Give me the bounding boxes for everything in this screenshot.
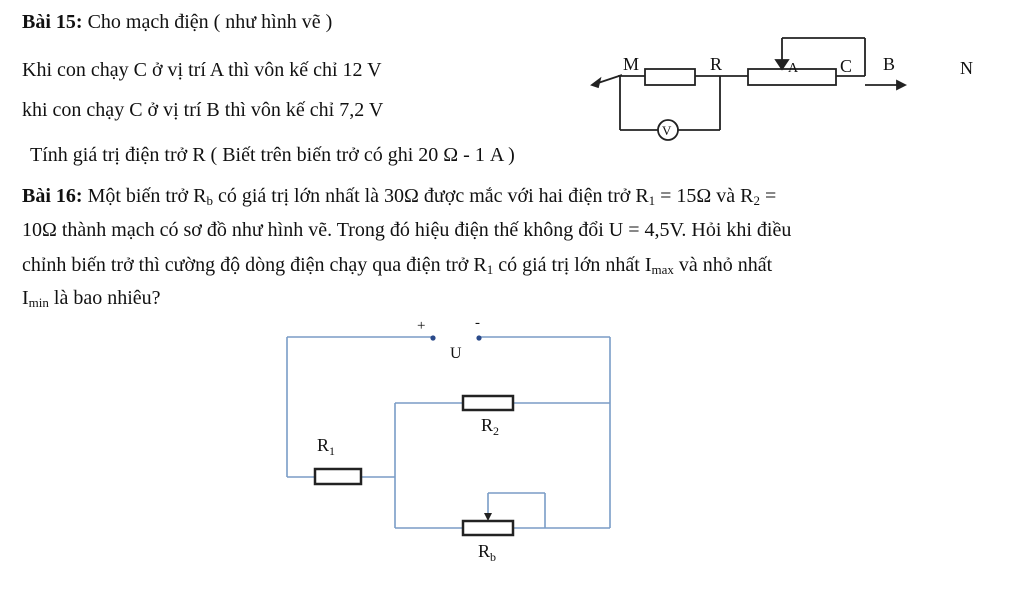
problem-15-label: Bài 15:: [22, 11, 83, 33]
label-rb: Rb: [478, 541, 496, 564]
problem-15-line-1: Khi con chạy C ở vị trí A thì vôn kế chỉ…: [22, 59, 382, 81]
problem-15-heading: Bài 15: Cho mạch điện ( như hình vẽ ): [22, 10, 332, 34]
negative-sign: -: [475, 315, 480, 331]
problem-15-title: Cho mạch điện ( như hình vẽ ): [82, 11, 333, 33]
terminal-n-arrow: [896, 79, 908, 91]
problem-15-line-2: khi con chạy C ở vị trí B thì vôn kế chỉ…: [22, 99, 384, 121]
problem-16-line-3: chỉnh biến trở thì cường độ dòng điện ch…: [22, 254, 773, 277]
label-m: M: [623, 54, 639, 74]
problem-16-label: Bài 16:: [22, 185, 83, 207]
problem-16-line-4: Imin là bao nhiêu?: [22, 287, 161, 310]
label-n: N: [960, 58, 973, 78]
voltmeter-label: V: [662, 123, 672, 138]
label-r2: R2: [481, 415, 499, 438]
label-a: A: [788, 61, 799, 76]
label-b: B: [883, 54, 895, 74]
rb-slider-arrow: [484, 513, 492, 521]
voltage-label-u: U: [450, 345, 462, 362]
label-r1: R1: [317, 435, 335, 458]
label-c: C: [840, 56, 852, 76]
terminal-positive: [430, 335, 436, 341]
problem-15-question: Tính giá trị điện trở R ( Biết trên biến…: [30, 144, 515, 166]
resistor-r2: [461, 394, 515, 412]
positive-sign: +: [417, 318, 425, 334]
label-r: R: [710, 54, 722, 74]
rheostat-rb: [461, 519, 515, 537]
problem-16-line-1: Bài 16: Một biến trở Rb có giá trị lớn n…: [22, 185, 777, 208]
terminal-m-arrow: [590, 76, 602, 89]
slider-c-arrow: [774, 59, 790, 71]
resistor-r1: [313, 467, 363, 486]
problem-16-line-2: 10Ω thành mạch có sơ đồ như hình vẽ. Tro…: [22, 219, 792, 241]
rheostat-ab: [747, 68, 837, 86]
resistor-r: [644, 68, 696, 86]
terminal-negative: [476, 335, 482, 341]
